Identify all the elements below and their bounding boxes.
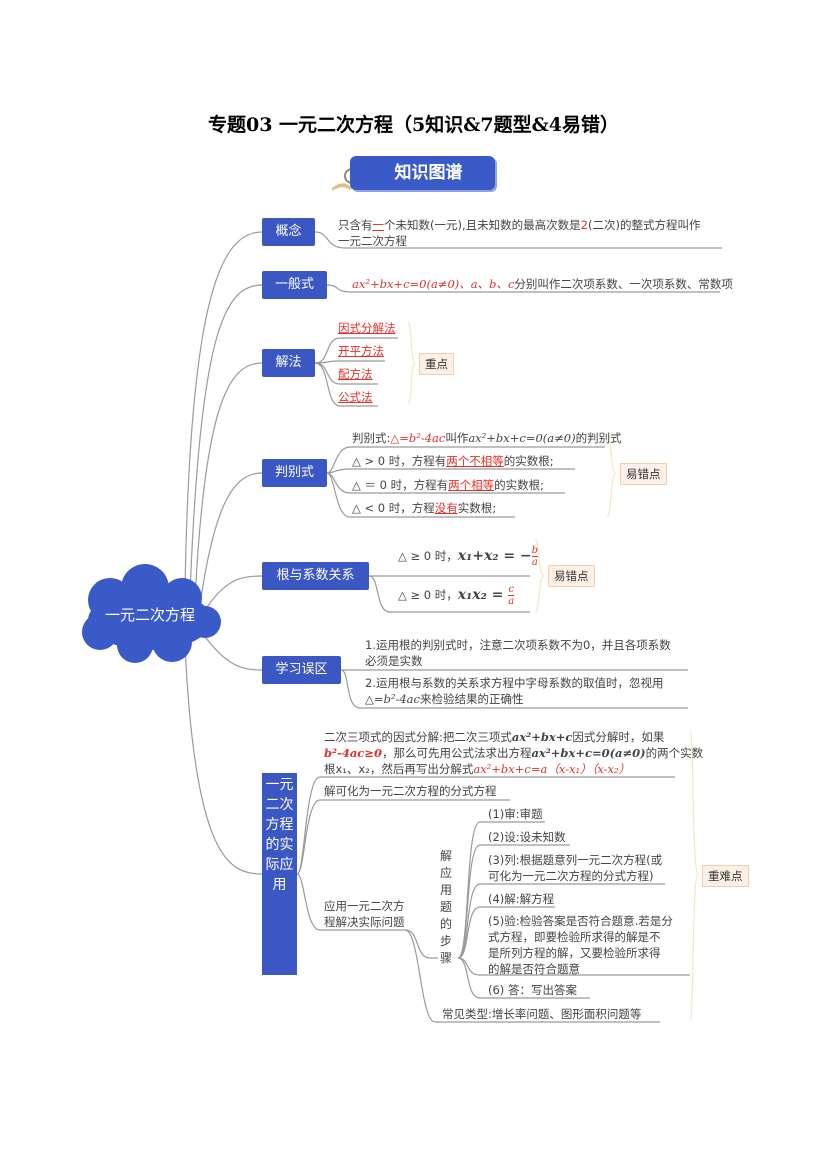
tag-error-prone: 易错点 [620,463,667,485]
steps-label: 解应用题的步骤 [440,849,453,965]
node-discriminant: 判别式 [262,459,327,487]
node-methods: 解法 [262,349,315,377]
node-general-form: 一般式 [262,271,327,299]
tag-key-point: 重点 [419,353,454,375]
mistake-item-1: 1.运用根的判别式时，注意二次项系数不为0，并且各项系数必须是实数 [365,638,671,668]
section-banner: 知识图谱 [350,156,495,190]
discriminant-zero: △ ＝ 0 时，方程有两个相等的实数根; [352,478,545,492]
method-item: 配方法 [338,367,373,381]
concept-text: 只含有一个未知数(一元),且未知数的最高次数是2(二次)的整式方程叫作一元二次方… [338,218,701,248]
discriminant-def: 判别式:△=b²-4ac叫作ax²+bx+c=0(a≠0)的判别式 [352,431,622,445]
step-item: (2)设:设未知数 [488,830,566,844]
discriminant-negative: △ < 0 时，方程没有实数根; [352,501,497,515]
cloud-shape [82,564,221,663]
method-item: 因式分解法 [338,321,396,335]
general-text: ax²+bx+c=0(a≠0)、a、b、c分别叫作二次项系数、一次项系数、常数项 [352,277,733,291]
step-item: (3)列:根据题意列一元二次方程(或可化为一元二次方程的分式方程) [488,853,663,883]
method-item: 公式法 [338,390,373,404]
page-title: 专题03 一元二次方程（5知识&7题型&4易错） [207,114,620,136]
step-item: (5)验:检验答案是否符合题意.若是分式方程，即要检验所求得的解是不是所列方程的… [488,914,673,976]
node-concept: 概念 [262,218,315,246]
step-item: (6) 答：写出答案 [488,983,577,997]
node-mistakes: 学习误区 [262,656,341,684]
discriminant-positive: △ > 0 时，方程有两个不相等的实数根; [352,454,554,468]
node-application: 一元二次方程的实际应用 [262,773,297,975]
common-types: 常见类型:增长率问题、图形面积问题等 [442,1007,642,1021]
tag-error-prone: 易错点 [548,565,595,587]
method-item: 开平方法 [338,344,384,358]
step-item: (1)审:审题 [488,807,543,821]
step-item: (4)解:解方程 [488,892,555,906]
factorization-text: 二次三项式的因式分解:把二次三项式ax²+bx+c因式分解时，如果 b²-4ac… [324,730,704,776]
fractional-equation: 解可化为一元二次方程的分式方程 [324,784,497,798]
apply-problems: 应用一元二次方程解决实际问题 [324,899,405,929]
mistake-item-2: 2.运用根与系数的关系求方程中字母系数的取值时，忽视用△=b²-4ac来检验结果… [365,676,664,706]
tag-difficult-point: 重难点 [702,865,749,887]
node-vieta: 根与系数关系 [262,562,369,590]
center-topic: 一元二次方程 [104,606,195,624]
